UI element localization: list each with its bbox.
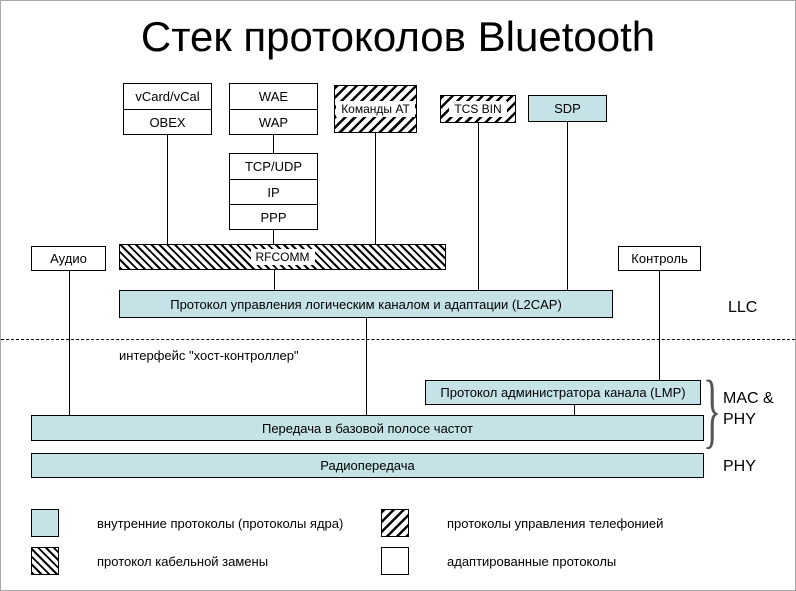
legend-cable-label: протокол кабельной замены xyxy=(97,553,269,569)
mac-phy-brace: } xyxy=(703,364,722,457)
legend-telephony-label: протоколы управления телефонией xyxy=(447,515,664,531)
rfcomm-box: RFCOMM xyxy=(119,244,446,270)
legend-item-core: внутренние протоколы (протоколы ядра) xyxy=(31,509,343,537)
legend-item-telephony: протоколы управления телефонией xyxy=(381,509,663,537)
legend-item-cable: протокол кабельной замены xyxy=(31,547,268,575)
cable-swatch xyxy=(31,547,59,575)
connector-ppp-rfcomm xyxy=(273,229,274,244)
obex-box: OBEX xyxy=(124,109,211,134)
ip-box: IP xyxy=(230,179,317,204)
host-controller-divider xyxy=(1,339,795,340)
radio-box: Радиопередача xyxy=(31,453,704,478)
connector-l2cap-baseband xyxy=(366,318,367,415)
connector-tcs-l2cap xyxy=(478,123,479,290)
connector-wap-tcp xyxy=(273,134,274,153)
sdp-box: SDP xyxy=(528,95,607,122)
mac-phy-line2: PHY xyxy=(723,411,756,428)
llc-label: LLC xyxy=(728,299,758,316)
at-commands-box: Команды AT xyxy=(334,85,417,133)
connector-audio-baseband xyxy=(69,271,70,415)
legend-core-label: внутренние протоколы (протоколы ядра) xyxy=(97,515,344,531)
connector-at-rfcomm xyxy=(375,133,376,244)
host-interface-label: интерфейс "хост-контроллер" xyxy=(119,348,299,363)
telephony-swatch xyxy=(381,509,409,537)
tcp-ip-ppp-stack: TCP/UDP IP PPP xyxy=(229,153,318,230)
mac-phy-label: MAC & PHY xyxy=(723,388,774,430)
vcard-obex-stack: vCard/vCal OBEX xyxy=(123,83,212,135)
connector-rfcomm-l2cap xyxy=(274,270,275,290)
audio-box: Аудио xyxy=(31,246,106,271)
connector-sdp-l2cap xyxy=(567,122,568,290)
page-title: Стек протоколов Bluetooth xyxy=(140,13,656,60)
connector-obex-rfcomm xyxy=(167,134,168,244)
tcs-bin-box: TCS BIN xyxy=(440,95,516,123)
wae-wap-stack: WAE WAP xyxy=(229,83,318,135)
tcp-udp-box: TCP/UDP xyxy=(244,159,303,174)
connector-control-lmp xyxy=(659,271,660,380)
tcs-bin-label: TCS BIN xyxy=(449,101,507,117)
wae-box: WAE xyxy=(258,89,289,104)
rfcomm-label: RFCOMM xyxy=(250,249,315,265)
legend-adapted-label: адаптированные протоколы xyxy=(447,553,617,569)
phy-label: PHY xyxy=(723,458,756,475)
core-swatch xyxy=(31,509,59,537)
l2cap-box: Протокол управления логическим каналом и… xyxy=(119,290,613,318)
control-box: Контроль xyxy=(618,246,701,271)
adapted-swatch xyxy=(381,547,409,575)
baseband-box: Передача в базовой полосе частот xyxy=(31,415,704,441)
at-commands-label: Команды AT xyxy=(336,101,415,117)
connector-lmp-baseband xyxy=(574,405,575,415)
vcard-box: vCard/vCal xyxy=(135,89,200,104)
mac-phy-line1: MAC & xyxy=(723,390,774,407)
wap-box: WAP xyxy=(230,109,317,134)
lmp-box: Протокол администратора канала (LMP) xyxy=(425,380,701,405)
legend-item-adapted: адаптированные протоколы xyxy=(381,547,616,575)
ppp-box: PPP xyxy=(230,204,317,229)
